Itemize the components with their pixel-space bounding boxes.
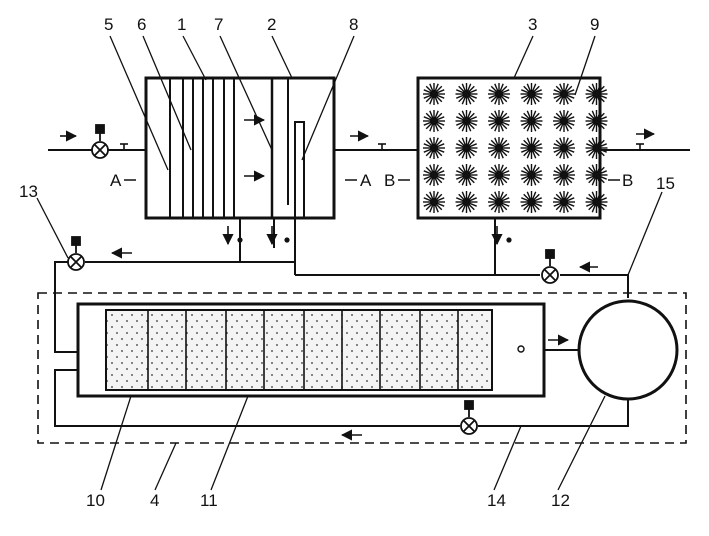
fiber-brush-icon (553, 83, 575, 105)
section-a-right: A (360, 171, 372, 190)
fiber-brush-icon (488, 137, 510, 159)
fiber-brush-icon (423, 83, 445, 105)
fiber-brush-icon (585, 191, 608, 213)
callout-15: 15 (656, 174, 675, 193)
fiber-brush-icon (585, 110, 608, 132)
fiber-brush-icon (553, 137, 575, 159)
fiber-brush-icon (423, 191, 445, 213)
flow-arrows (60, 114, 656, 441)
fiber-brush-icon (520, 191, 543, 213)
fiber-brush-icon (553, 164, 575, 186)
callout-7: 7 (214, 15, 223, 34)
callout-8: 8 (349, 15, 358, 34)
leader-lines (36, 35, 663, 491)
valve-13-icon (67, 236, 85, 271)
callout-10: 10 (86, 491, 105, 510)
port-icon (517, 345, 525, 353)
filter-tank (144, 76, 336, 220)
section-b-left: B (384, 171, 395, 190)
fiber-brush-icon (488, 164, 510, 186)
fiber-brush-icon (553, 110, 575, 132)
callout-6: 6 (137, 15, 146, 34)
fiber-brush-icon (520, 164, 543, 186)
section-a-left: A (110, 171, 122, 190)
callout-13: 13 (19, 182, 38, 201)
valves (67, 124, 559, 435)
needle-valves (120, 143, 644, 243)
fiber-brush-icon (455, 137, 478, 159)
fiber-brush-icon (423, 164, 445, 186)
fiber-brush-icon (455, 83, 478, 105)
fiber-brush-icon (423, 110, 445, 132)
callout-numbers: 5 6 1 7 2 8 3 9 13 15 10 4 11 14 12 (19, 15, 675, 510)
fiber-brush-icon (488, 191, 510, 213)
fiber-brush-array (423, 83, 608, 213)
callout-14: 14 (487, 491, 506, 510)
fiber-brush-icon (488, 110, 510, 132)
fiber-brush-icon (488, 83, 510, 105)
fiber-brush-icon (520, 110, 543, 132)
callout-5: 5 (104, 15, 113, 34)
callout-2: 2 (267, 15, 276, 34)
callout-12: 12 (551, 491, 570, 510)
callout-9: 9 (590, 15, 599, 34)
callout-1: 1 (177, 15, 186, 34)
dashed-enclosure-4 (37, 292, 687, 444)
callout-3: 3 (528, 15, 537, 34)
fiber-brush-icon (520, 137, 543, 159)
fiber-brush-icon (585, 137, 608, 159)
filter-plates (169, 78, 235, 218)
fiber-brush-icon (423, 137, 445, 159)
fiber-brush-icon (520, 83, 543, 105)
valve-return-icon (541, 249, 559, 284)
section-b-right: B (622, 171, 633, 190)
fiber-brush-icon (455, 110, 478, 132)
media-cells (105, 309, 493, 391)
overflow-pipe-8 (294, 121, 305, 218)
inlet-valve-icon (91, 124, 109, 159)
fiber-brush-icon (553, 191, 575, 213)
fiber-brush-icon (585, 164, 608, 186)
fiber-brush-icon (455, 164, 478, 186)
valve-bottom-icon (460, 400, 478, 435)
callout-11: 11 (200, 491, 218, 510)
callout-4: 4 (150, 491, 159, 510)
fiber-brush-icon (455, 191, 478, 213)
fiber-brush-icon (585, 83, 608, 105)
circular-tank-12 (577, 299, 679, 401)
